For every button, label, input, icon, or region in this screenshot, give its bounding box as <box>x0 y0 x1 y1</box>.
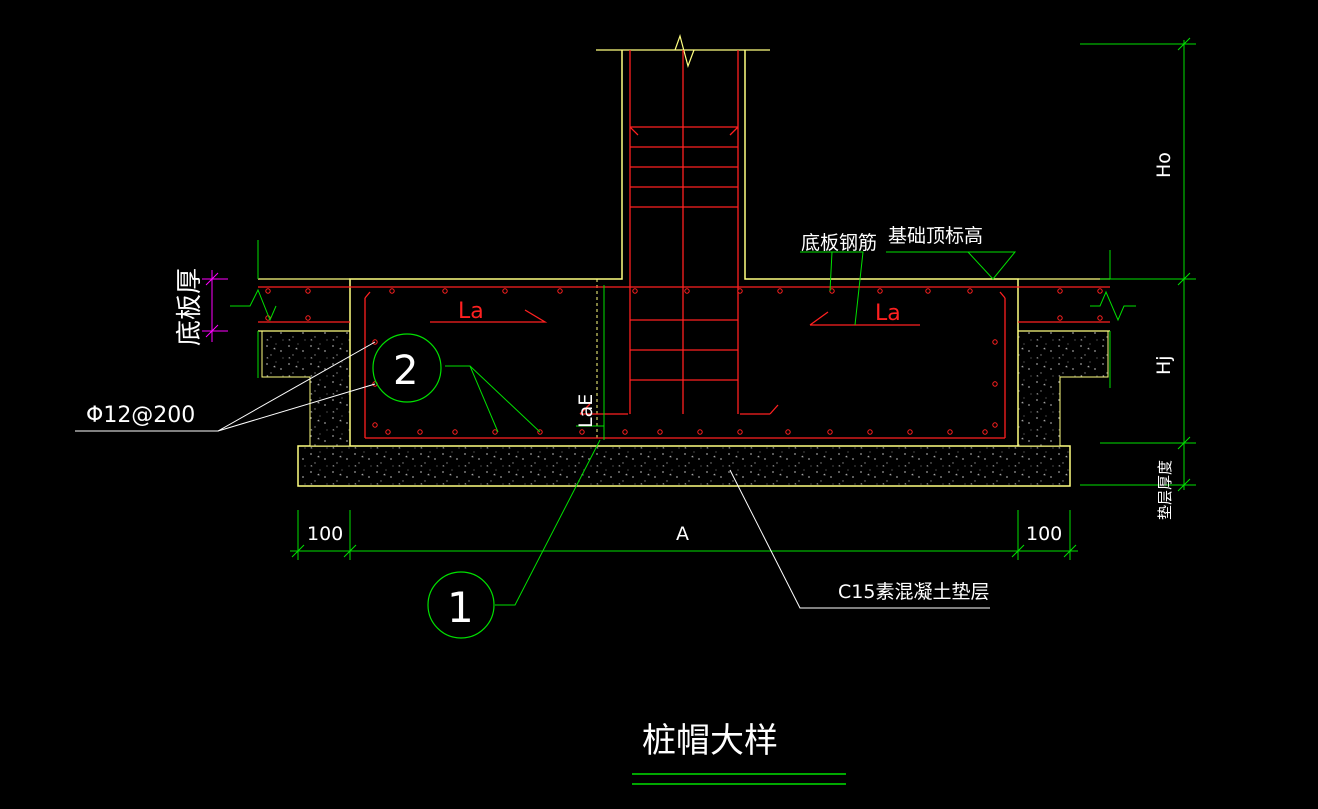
leader-lines <box>75 251 1017 609</box>
marker-2-circle <box>372 333 442 403</box>
anchorage-right-label: La <box>875 301 901 326</box>
dim-left-label: 100 <box>307 523 343 545</box>
right-backfill <box>1017 330 1109 447</box>
left-backfill <box>261 330 351 447</box>
column-break-symbol <box>674 33 695 68</box>
marker-1-label: 1 <box>447 583 474 632</box>
rebar-cage <box>258 50 1110 439</box>
drawing-title: 桩帽大样 <box>642 721 778 761</box>
foundation-top-elevation-label: 基础顶标高 <box>888 225 983 247</box>
cushion-layer <box>297 445 1071 487</box>
dim-cushion-thickness-label: 垫层厚度 <box>1156 460 1174 520</box>
right-break-symbol <box>1090 250 1136 388</box>
dim-ho-label: Ho <box>1153 152 1175 178</box>
rebar-dots <box>265 288 1103 435</box>
vertical-dimension-chain <box>1080 37 1196 492</box>
dim-hj-label: Hj <box>1153 355 1175 375</box>
dim-center-label: A <box>676 523 689 545</box>
right-adjacent-slab <box>1018 278 1110 332</box>
rebar-spec-label: Φ12@200 <box>86 403 195 428</box>
slab-thickness-label: 底板厚 <box>175 268 205 346</box>
anchorage-seismic-label: LaE <box>575 394 597 428</box>
anchorage-left-label: La <box>458 299 484 324</box>
pile-cap-outline <box>349 50 1019 446</box>
cushion-layer-label: C15素混凝土垫层 <box>838 581 989 603</box>
marker-1-circle <box>427 571 495 639</box>
slab-thickness-dimension <box>202 270 228 342</box>
left-break-symbol <box>230 240 277 378</box>
left-adjacent-slab <box>258 278 350 332</box>
marker-2-label: 2 <box>393 348 418 394</box>
dim-right-label: 100 <box>1026 523 1062 545</box>
horizontal-dimension-chain <box>290 510 1078 560</box>
bottom-rebar-label: 底板钢筋 <box>801 232 877 254</box>
